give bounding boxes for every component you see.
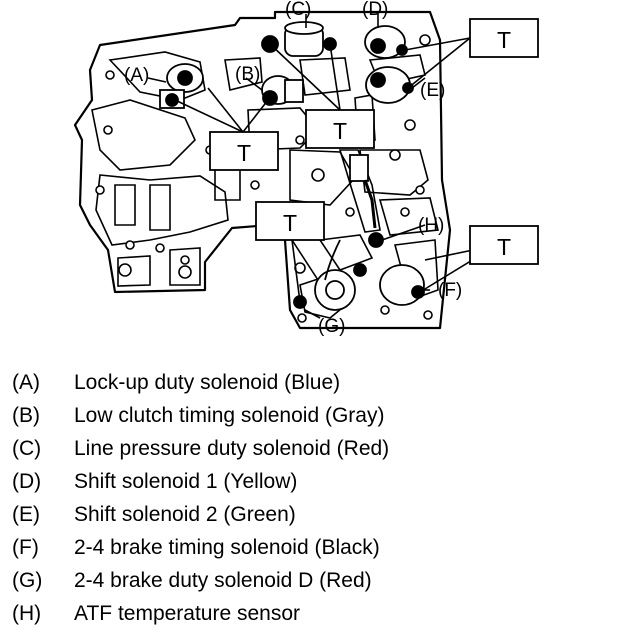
legend-key: (G) — [12, 569, 43, 592]
legend-key: (D) — [12, 470, 42, 493]
callout-d: (D) — [362, 0, 388, 20]
legend-text: Low clutch timing solenoid (Gray) — [74, 404, 385, 427]
legend-row: (A) Lock-up duty solenoid (Blue) — [12, 366, 632, 399]
solenoid-e — [365, 66, 414, 104]
svg-text:T: T — [333, 118, 347, 144]
callout-g: (G) — [318, 316, 345, 337]
torque-box-2: T — [305, 109, 375, 149]
callout-e: (E) — [420, 80, 445, 101]
callout-f: (F) — [438, 280, 462, 301]
callout-h: (H) — [418, 215, 444, 236]
legend-text: 2-4 brake timing solenoid (Black) — [74, 536, 380, 559]
legend-key: (A) — [12, 371, 40, 394]
callout-a: (A) — [124, 65, 149, 86]
solenoid-f — [379, 264, 425, 306]
legend-text: ATF temperature sensor — [74, 602, 301, 625]
solenoid-d — [364, 25, 408, 59]
legend-row: (H) ATF temperature sensor — [12, 597, 632, 630]
torque-box-5: T — [469, 225, 539, 265]
valve-body-diagram: T T T T T (A) (B) (C) (D) (E) (F) (G) (H… — [73, 0, 539, 337]
torque-box-4: T — [255, 201, 325, 241]
legend-text: 2-4 brake duty solenoid D (Red) — [74, 569, 372, 592]
legend-row: (B) Low clutch timing solenoid (Gray) — [12, 399, 632, 432]
legend-text: Lock-up duty solenoid (Blue) — [74, 371, 341, 394]
torque-box-1: T — [209, 131, 279, 171]
solenoid-a — [159, 63, 204, 109]
torque-leader-lines — [147, 14, 498, 319]
legend-row: (D) Shift solenoid 1 (Yellow) — [12, 465, 632, 498]
callout-labels: (A) (B) (C) (D) (E) (F) (G) (H) — [124, 0, 462, 337]
legend-key: (F) — [12, 536, 39, 559]
legend-key: (E) — [12, 503, 40, 526]
callout-b: (B) — [235, 64, 260, 85]
legend-row: (G) 2-4 brake duty solenoid D (Red) — [12, 564, 632, 597]
torque-box-3: T — [469, 18, 539, 58]
legend-row: (F) 2-4 brake timing solenoid (Black) — [12, 531, 632, 564]
legend-text: Line pressure duty solenoid (Red) — [74, 437, 390, 460]
legend-key: (B) — [12, 404, 40, 427]
legend-row: (E) Shift solenoid 2 (Green) — [12, 498, 632, 531]
legend-key: (C) — [12, 437, 42, 460]
legend-row: (C) Line pressure duty solenoid (Red) — [12, 432, 632, 465]
atf-temperature-sensor — [324, 154, 384, 281]
callout-c: (C) — [285, 0, 311, 20]
svg-text:T: T — [237, 140, 251, 166]
legend-key: (H) — [12, 602, 42, 625]
svg-text:T: T — [497, 27, 511, 53]
legend-text: Shift solenoid 1 (Yellow) — [74, 470, 298, 493]
legend-text: Shift solenoid 2 (Green) — [74, 503, 296, 526]
svg-text:T: T — [283, 210, 297, 236]
legend: (A) Lock-up duty solenoid (Blue) (B) Low… — [12, 366, 632, 630]
svg-text:T: T — [497, 234, 511, 260]
solenoid-b — [261, 75, 304, 106]
